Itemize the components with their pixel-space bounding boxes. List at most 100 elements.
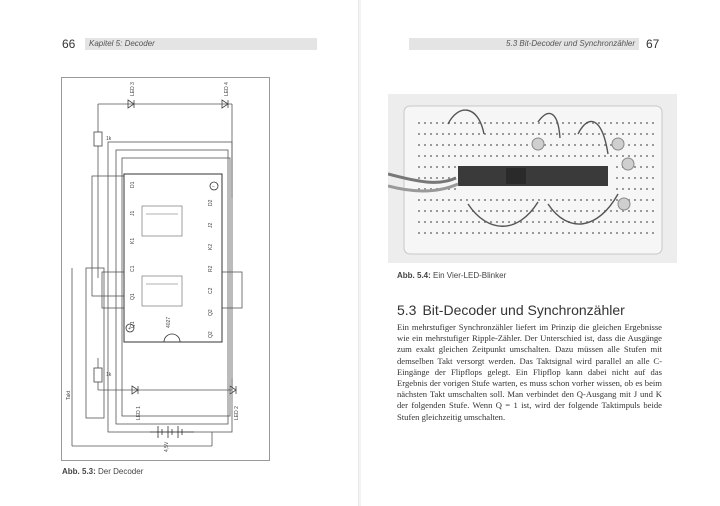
ic-pin-right-label: J2 [208,223,214,229]
takt-label: Takt [66,390,72,400]
breadboard-hole [496,133,498,135]
breadboard-hole [502,144,504,146]
breadboard-hole [586,232,588,234]
breadboard-hole [460,199,462,201]
breadboard-hole [460,232,462,234]
breadboard-hole [580,144,582,146]
breadboard-hole [532,199,534,201]
breadboard-hole [646,232,648,234]
breadboard-hole [454,199,456,201]
breadboard-hole [634,133,636,135]
ic-label: 4027 [166,317,172,328]
breadboard-hole [562,199,564,201]
photo-caption-label: Abb. 5.4: [397,271,431,280]
breadboard-hole [496,155,498,157]
section-body-text: Ein mehrstufiger Synchronzähler liefert … [397,322,662,422]
breadboard-hole [442,232,444,234]
breadboard-hole [436,177,438,179]
led2-symbol [229,385,237,395]
breadboard-hole [424,133,426,135]
breadboard-hole [490,199,492,201]
breadboard-hole [430,221,432,223]
breadboard-hole [640,232,642,234]
breadboard-hole [646,133,648,135]
breadboard-hole [598,221,600,223]
breadboard-hole [550,155,552,157]
breadboard-hole [568,144,570,146]
breadboard-hole [496,221,498,223]
breadboard-hole [550,221,552,223]
breadboard-hole [544,232,546,234]
led1-label: LED 1 [136,406,142,420]
breadboard-hole [550,199,552,201]
breadboard-hole [640,221,642,223]
breadboard-hole [460,210,462,212]
breadboard-hole [592,232,594,234]
breadboard-hole [640,166,642,168]
breadboard-hole [514,144,516,146]
breadboard-hole [430,232,432,234]
decoder-schematic: LED 3 LED 4 LED 1 LED 2 Takt 1k 1k 4027 … [61,77,270,461]
breadboard-hole [424,155,426,157]
breadboard-hole [484,133,486,135]
breadboard-hole [454,133,456,135]
ic-pin-left-label: K1 [130,238,136,244]
breadboard-hole [526,221,528,223]
breadboard-hole [430,144,432,146]
breadboard-hole [550,144,552,146]
breadboard-hole [652,221,654,223]
breadboard-hole [418,210,420,212]
breadboard-hole [538,232,540,234]
breadboard-hole [604,144,606,146]
breadboard-hole [418,221,420,223]
breadboard-hole [418,133,420,135]
breadboard-hole [592,122,594,124]
breadboard-hole [454,232,456,234]
breadboard-hole [652,155,654,157]
breadboard-hole [622,133,624,135]
breadboard-hole [424,199,426,201]
breadboard-hole [556,133,558,135]
breadboard-hole [616,166,618,168]
breadboard-hole [604,199,606,201]
breadboard-hole [568,232,570,234]
breadboard-hole [514,232,516,234]
breadboard-hole [472,155,474,157]
breadboard-hole [508,221,510,223]
breadboard-hole [646,155,648,157]
breadboard-hole [514,155,516,157]
breadboard-hole [652,232,654,234]
breadboard-hole [466,144,468,146]
battery-label: 4,5V [164,441,170,452]
breadboard-hole [466,221,468,223]
ic-ground-marker [125,323,135,333]
breadboard-hole [514,199,516,201]
breadboard-hole [640,144,642,146]
breadboard-hole [448,144,450,146]
breadboard-hole [628,122,630,124]
breadboard-hole [448,188,450,190]
breadboard-hole [442,210,444,212]
breadboard-hole [472,221,474,223]
breadboard-hole [640,122,642,124]
photo-caption-text: Ein Vier-LED-Blinker [433,271,507,280]
breadboard-hole [628,221,630,223]
breadboard-hole [634,232,636,234]
breadboard-hole [520,221,522,223]
breadboard-hole [472,232,474,234]
ic-pin1-marker [209,181,219,191]
breadboard-hole [526,232,528,234]
breadboard-hole [652,188,654,190]
breadboard-hole [466,133,468,135]
breadboard-hole [634,221,636,223]
breadboard-hole [580,133,582,135]
breadboard-hole [472,199,474,201]
breadboard-hole [460,133,462,135]
breadboard-hole [652,133,654,135]
breadboard-hole [622,232,624,234]
breadboard-hole [562,155,564,157]
figure-caption-right: Abb. 5.4: Ein Vier-LED-Blinker [397,271,506,280]
breadboard-hole [442,155,444,157]
breadboard-hole [550,210,552,212]
breadboard-hole [478,144,480,146]
